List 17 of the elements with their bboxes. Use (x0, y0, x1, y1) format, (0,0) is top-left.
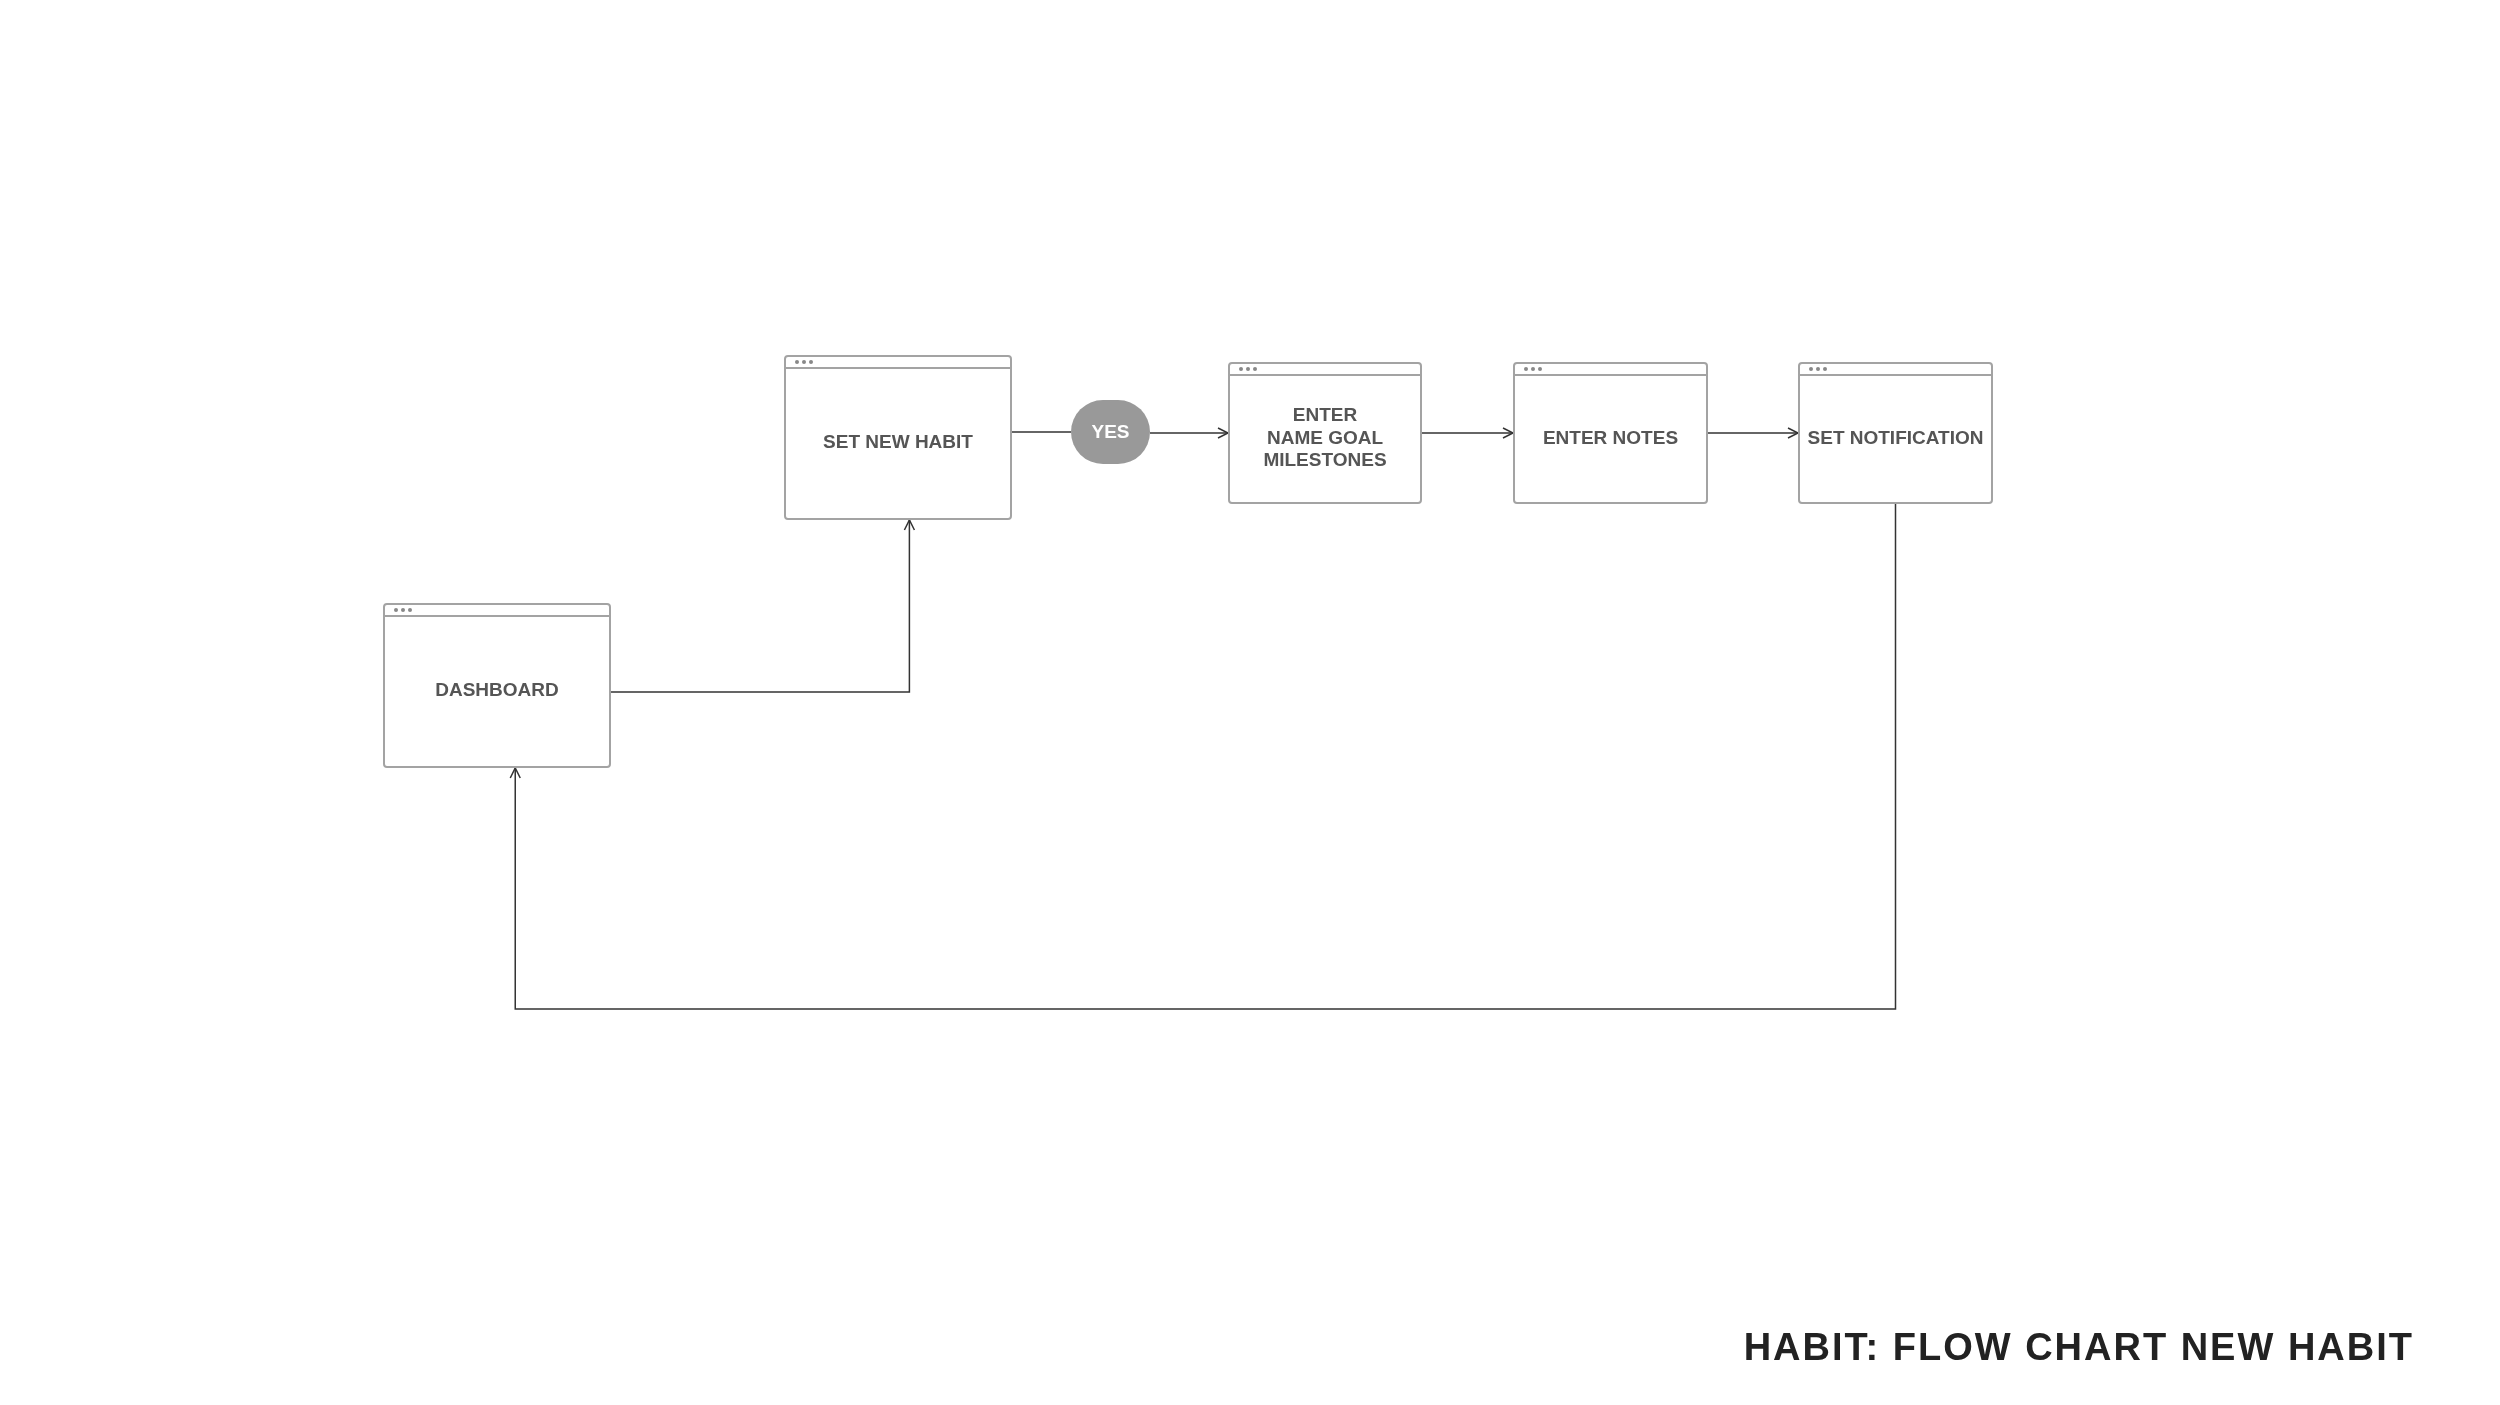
window-frame (383, 603, 611, 768)
node-label: ENTER NOTES (1542, 426, 1679, 450)
arrow (1421, 427, 1514, 439)
arrow (1149, 427, 1229, 439)
window-frame (1798, 362, 1993, 504)
arrow (509, 503, 1897, 1010)
window-frame (1513, 362, 1708, 504)
diagram-title: HABIT: FLOW CHART NEW HABIT (1743, 1326, 2414, 1369)
node-label: YES (1091, 421, 1130, 443)
window-frame (784, 355, 1012, 520)
arrow (1707, 427, 1799, 439)
node-label: SET NEW HABIT (823, 431, 973, 454)
node-label: ENTER NAME GOAL MILESTONES (1262, 403, 1388, 473)
node-label: SET NOTIFICATION (1807, 426, 1984, 450)
arrow (610, 519, 916, 693)
node-label: DASHBOARD (435, 679, 559, 702)
window-frame (1228, 362, 1422, 504)
